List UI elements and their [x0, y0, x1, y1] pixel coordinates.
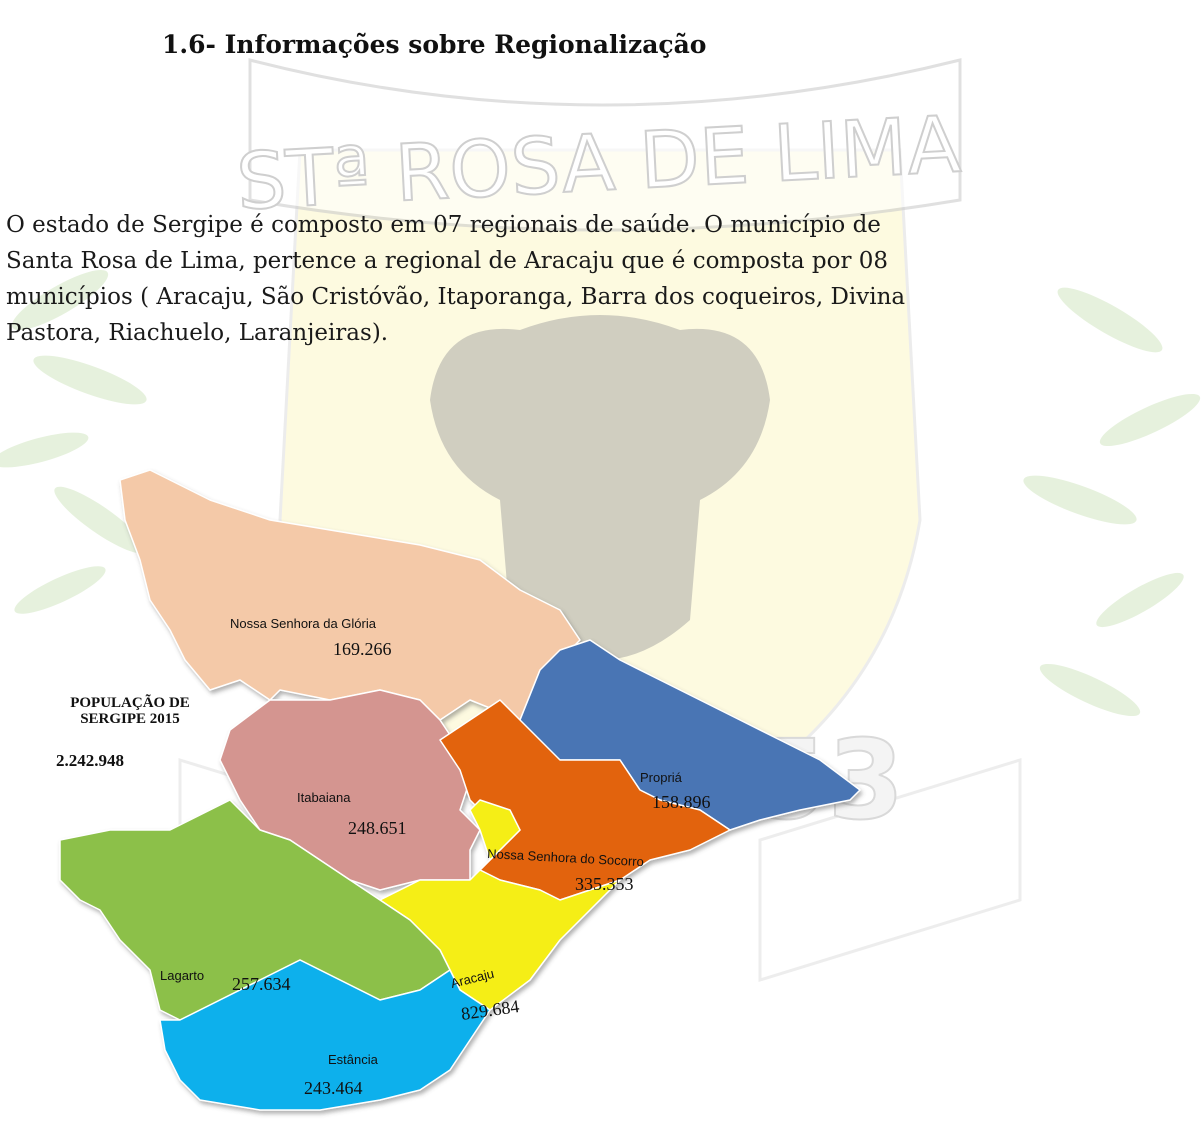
paragraph-line: Pastora, Riachuelo, Laranjeiras).	[6, 320, 389, 346]
region-label-gloria: Nossa Senhora da Glória	[230, 616, 377, 631]
paragraph-line: municípios ( Aracaju, São Cristóvão, Ita…	[6, 284, 906, 310]
region-value-estancia: 243.464	[304, 1078, 363, 1098]
population-box: POPULAÇÃO DE SERGIPE 2015 2.242.948	[30, 695, 230, 771]
population-total-value: 2.242.948	[56, 751, 124, 770]
regionalization-paragraph: O estado de Sergipe é composto em 07 reg…	[6, 207, 1203, 351]
paragraph-line: O estado de Sergipe é composto em 07 reg…	[6, 212, 881, 238]
region-estancia	[159, 959, 491, 1111]
region-label-itabaiana: Itabaiana	[297, 790, 351, 805]
region-value-socorro: 335.353	[575, 874, 634, 894]
region-value-lagarto: 257.634	[232, 974, 291, 994]
region-label-estancia: Estância	[328, 1052, 379, 1067]
paragraph-line: Santa Rosa de Lima, pertence a regional …	[6, 248, 889, 274]
population-title-line1: POPULAÇÃO DE	[70, 695, 190, 711]
region-value-itabaiana: 248.651	[348, 818, 407, 838]
section-heading: 1.6- Informações sobre Regionalização	[162, 30, 707, 59]
region-value-gloria: 169.266	[333, 639, 392, 659]
region-gloria	[119, 469, 581, 721]
region-label-lagarto: Lagarto	[160, 968, 204, 983]
region-label-propria: Propriá	[640, 770, 683, 785]
region-value-propria: 158.896	[652, 792, 711, 812]
population-title-line2: SERGIPE 2015	[80, 711, 180, 727]
